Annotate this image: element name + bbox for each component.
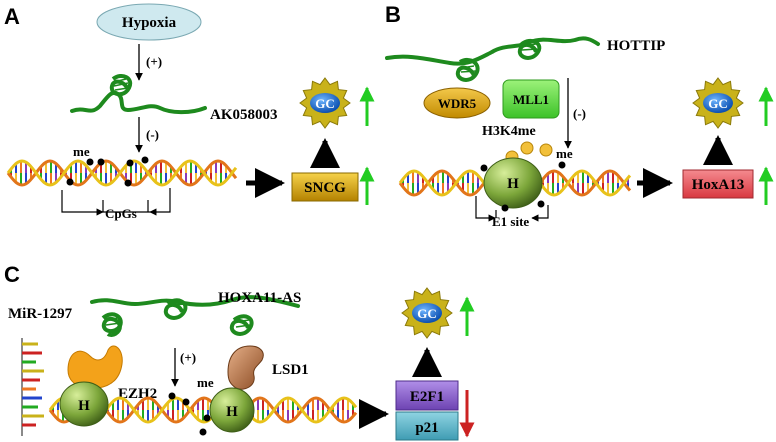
mll1-box <box>502 79 560 119</box>
me-label-a: me <box>73 144 90 159</box>
panel-c: C MiR-1297 HOXA11-AS <box>4 262 475 441</box>
mll1-label: MLL1 <box>513 92 549 107</box>
dna-backbone <box>6 159 238 187</box>
histone-icon <box>59 381 109 427</box>
mll1-effect: (-) <box>573 106 586 121</box>
hypoxia-effect: (+) <box>146 54 162 69</box>
hoxa11as-effect: (+) <box>180 350 196 365</box>
methyl-dots-b <box>480 161 566 212</box>
cpgs-label: CpGs <box>105 206 137 221</box>
lncrna-icon <box>385 36 600 82</box>
histone-icon <box>483 157 543 209</box>
lncrna-icon <box>70 74 207 115</box>
me-label-b: me <box>556 146 573 161</box>
lncrna-icon <box>90 295 300 337</box>
e2f1-box <box>395 380 459 411</box>
panel-a: A Hypoxia (+) AK058003 (-) me <box>4 3 375 221</box>
hoxa11as-label: HOXA11-AS <box>218 290 301 306</box>
hoxa13-label: HoxA13 <box>692 177 745 193</box>
panel-b: B HOTTIP WDR5 MLL1 (-) H3K4me H me <box>385 2 774 229</box>
mir1297-label: MiR-1297 <box>8 306 73 322</box>
dna-backbone <box>6 159 238 187</box>
methyl-dots-c <box>168 392 211 436</box>
panel-c-letter: C <box>4 262 20 287</box>
histone-icon <box>209 387 255 433</box>
wdr5-ellipse <box>423 87 491 119</box>
lsd1-label: LSD1 <box>272 362 309 378</box>
e2f1-label: E2F1 <box>410 389 444 405</box>
e1-site-bracket <box>475 196 549 222</box>
sncg-box <box>291 172 359 202</box>
gc-star-icon <box>299 77 351 129</box>
ak058003-label: AK058003 <box>210 107 278 123</box>
histone-label-c-right: H <box>226 404 238 420</box>
ezh2-shape <box>67 345 123 389</box>
gc-label-a: GC <box>315 96 335 111</box>
histone-label-c-left: H <box>78 398 90 414</box>
gc-star-icon <box>401 287 453 339</box>
lsd1-shape <box>227 345 264 390</box>
me-label-c: me <box>197 375 214 390</box>
hypoxia-label: Hypoxia <box>122 15 177 31</box>
panel-b-letter: B <box>385 2 401 27</box>
panel-a-letter: A <box>4 4 20 29</box>
e1-site-label: E1 site <box>492 214 529 229</box>
hypoxia-ellipse <box>96 3 202 41</box>
hoxa13-box <box>682 169 754 199</box>
cpgs-bracket <box>61 188 171 216</box>
hottip-label: HOTTIP <box>607 38 665 54</box>
histone-label-b: H <box>507 176 519 192</box>
gc-label-c: GC <box>417 306 437 321</box>
gc-star-icon <box>692 77 744 129</box>
mirna-icon <box>21 338 44 436</box>
gc-label-b: GC <box>708 96 728 111</box>
ak-effect: (-) <box>146 127 159 142</box>
p21-label: p21 <box>415 420 438 436</box>
sncg-label: SNCG <box>304 180 346 196</box>
methyl-dots-a <box>66 156 149 187</box>
dna-helix-icon <box>6 159 238 187</box>
p21-box <box>395 411 459 441</box>
wdr5-label: WDR5 <box>438 96 477 111</box>
h3k4me-label: H3K4me <box>482 124 536 139</box>
